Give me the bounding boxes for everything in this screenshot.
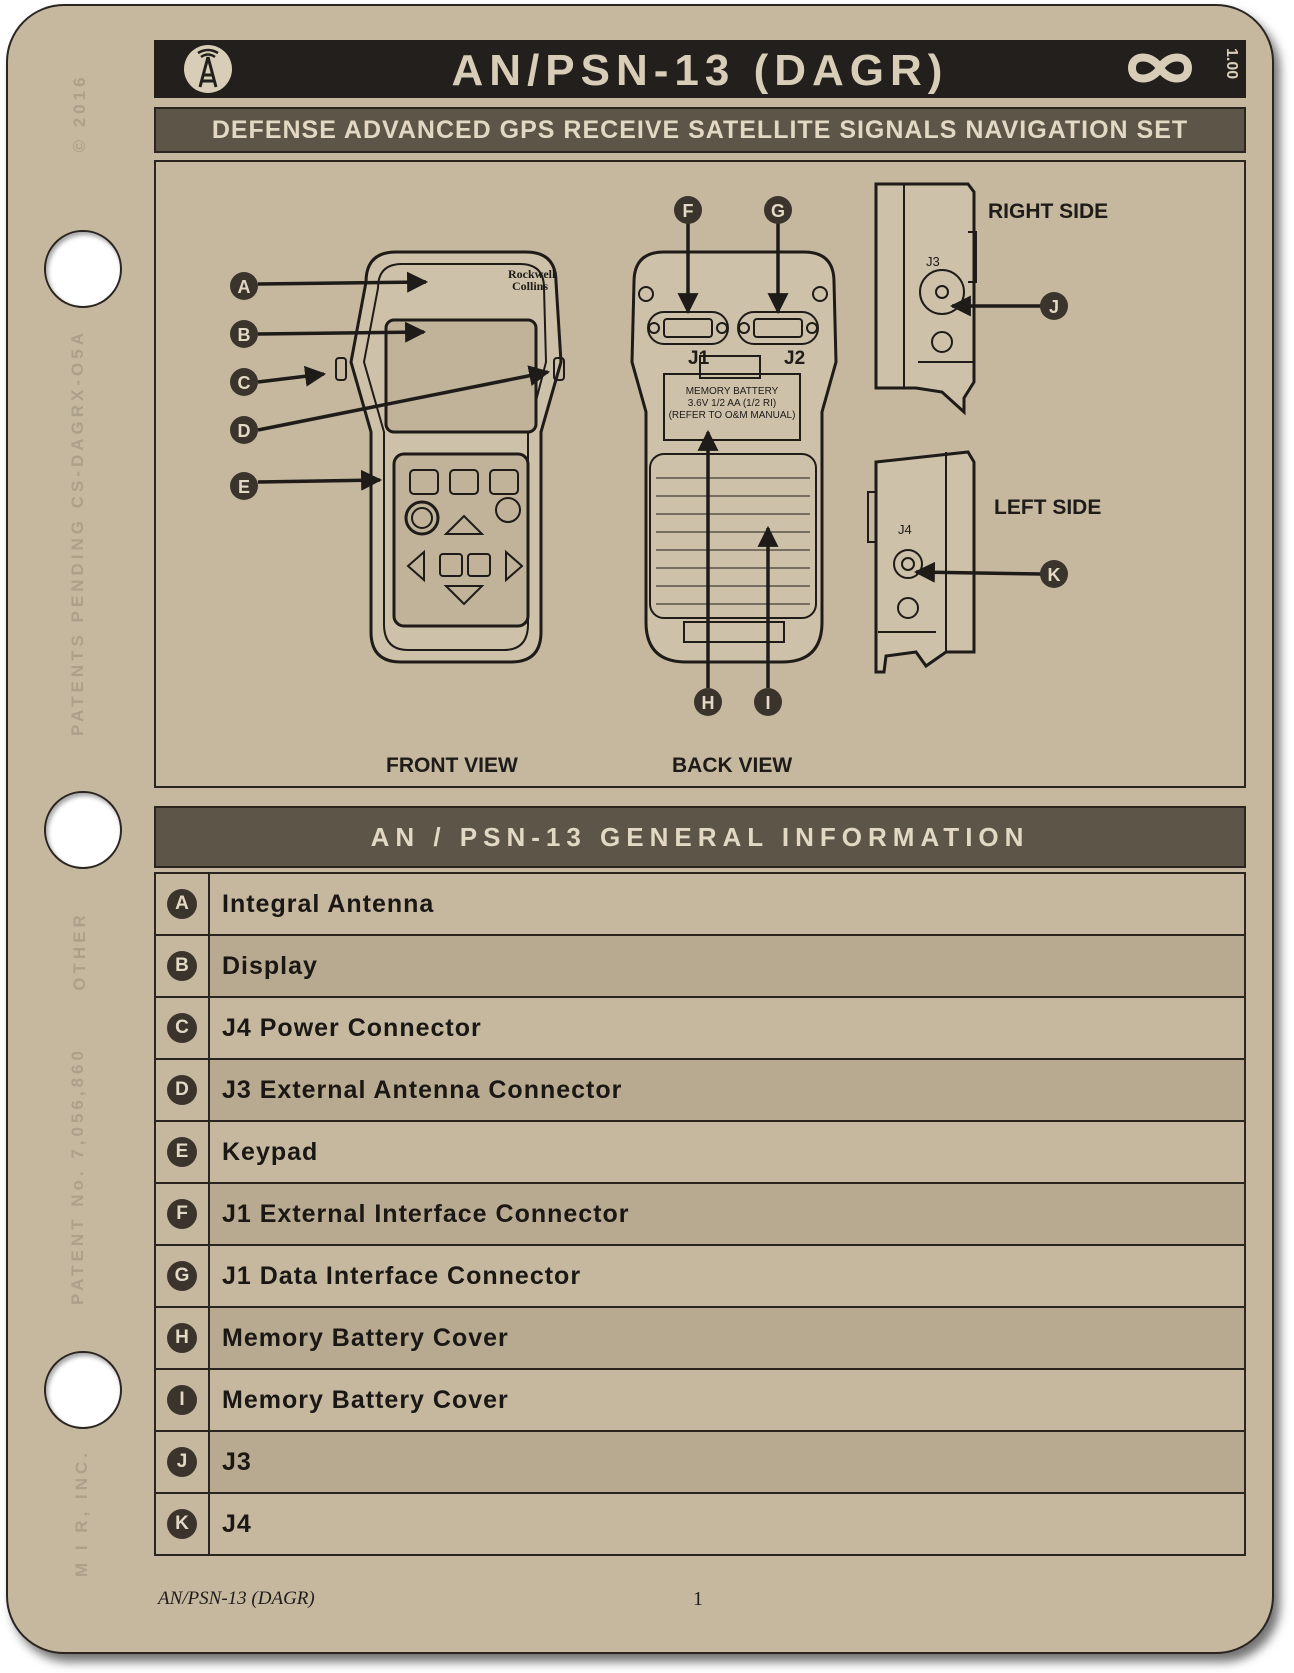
battery-label-line2: 3.6V 1/2 AA (1/2 RI) (688, 398, 776, 409)
reference-card: © 2016 PATENTS PENDING CS-DAGRX-O5A OTHE… (6, 4, 1274, 1654)
callout-c: C (230, 368, 258, 396)
svg-text:B: B (238, 325, 251, 345)
row-description: Keypad (208, 1120, 1246, 1184)
row-letter-badge: G (167, 1261, 197, 1291)
table-row: B Display (154, 934, 1246, 998)
general-information-table: A Integral Antenna B Display C J4 Power … (154, 872, 1246, 1556)
margin-other: OTHER (70, 911, 89, 991)
callout-d: D (230, 416, 258, 444)
row-letter-badge: E (167, 1137, 197, 1167)
row-letter-badge: F (167, 1199, 197, 1229)
svg-text:G: G (771, 201, 785, 221)
margin-patent: PATENT No. 7,056,860 (68, 1047, 87, 1305)
j1-label: J1 (688, 348, 710, 369)
page-title: AN/PSN-13 (DAGR) (451, 46, 949, 95)
svg-text:I: I (765, 693, 770, 713)
row-description: J3 External Antenna Connector (208, 1058, 1246, 1122)
back-view-device (630, 250, 838, 664)
version-number: 1.00 (1223, 48, 1240, 80)
margin-company: M I R, INC. (72, 1448, 91, 1578)
callout-k: K (1040, 560, 1068, 588)
general-information-header: AN / PSN-13 GENERAL INFORMATION (154, 806, 1246, 868)
table-row: J J3 (154, 1430, 1246, 1494)
antenna-tower-logo-icon (184, 45, 232, 93)
table-row: I Memory Battery Cover (154, 1368, 1246, 1432)
callout-e: E (230, 472, 258, 500)
back-view-label: BACK VIEW (672, 754, 793, 777)
front-view-label: FRONT VIEW (386, 754, 518, 777)
svg-text:F: F (683, 201, 694, 221)
infinity-logo-icon (1126, 48, 1194, 93)
footer-document-title: AN/PSN-13 (DAGR) (158, 1588, 315, 1609)
table-row: F J1 External Interface Connector (154, 1182, 1246, 1246)
table-row: C J4 Power Connector (154, 996, 1246, 1060)
row-description: Integral Antenna (208, 872, 1246, 936)
callout-arrows (257, 220, 1043, 688)
table-row: E Keypad (154, 1120, 1246, 1184)
row-description: J4 Power Connector (208, 996, 1246, 1060)
callout-i: I (754, 688, 782, 716)
svg-text:K: K (1048, 565, 1061, 585)
left-side-device (867, 450, 976, 674)
callout-g: G (764, 196, 792, 224)
row-letter-badge: C (167, 1013, 197, 1043)
callout-a: A (230, 272, 258, 300)
right-side-device (874, 182, 977, 416)
margin-part-number: PATENTS PENDING CS-DAGRX-O5A (68, 328, 87, 736)
row-description: J4 (208, 1492, 1246, 1556)
callout-b: B (230, 320, 258, 348)
svg-text:E: E (238, 477, 250, 497)
row-letter-badge: A (167, 889, 197, 919)
j4-label: J4 (898, 522, 912, 537)
row-description: J1 External Interface Connector (208, 1182, 1246, 1246)
j3-label: J3 (926, 254, 940, 269)
svg-text:D: D (238, 421, 251, 441)
row-description: J3 (208, 1430, 1246, 1494)
binder-hole-bottom (44, 1351, 122, 1429)
table-row: K J4 (154, 1492, 1246, 1556)
battery-label-line3: (REFER TO O&M MANUAL) (669, 410, 796, 421)
callout-j: J (1040, 292, 1068, 320)
row-description: Memory Battery Cover (208, 1306, 1246, 1370)
svg-text:A: A (238, 277, 251, 297)
row-letter-badge: D (167, 1075, 197, 1105)
callout-f: F (674, 196, 702, 224)
table-row: A Integral Antenna (154, 872, 1246, 936)
binder-hole-top (44, 230, 122, 308)
svg-text:C: C (238, 373, 251, 393)
svg-text:J: J (1049, 297, 1059, 317)
table-row: D J3 External Antenna Connector (154, 1058, 1246, 1122)
table-row: G J1 Data Interface Connector (154, 1244, 1246, 1308)
battery-label-line1: MEMORY BATTERY (686, 386, 779, 397)
binder-hole-middle (44, 791, 122, 869)
callout-h: H (694, 688, 722, 716)
title-bar: AN/PSN-13 (DAGR) 1.00 (154, 40, 1246, 98)
row-description: Display (208, 934, 1246, 998)
row-letter-badge: K (167, 1509, 197, 1539)
right-side-label: RIGHT SIDE (988, 200, 1109, 223)
j2-label: J2 (784, 348, 805, 369)
left-side-label: LEFT SIDE (994, 496, 1102, 519)
footer-page-number: 1 (693, 1588, 703, 1610)
svg-text:H: H (702, 693, 715, 713)
table-row: H Memory Battery Cover (154, 1306, 1246, 1370)
row-description: J1 Data Interface Connector (208, 1244, 1246, 1308)
row-letter-badge: H (167, 1323, 197, 1353)
row-description: Memory Battery Cover (208, 1368, 1246, 1432)
brand-collins: Collins (512, 279, 548, 293)
row-letter-badge: J (167, 1447, 197, 1477)
page-subtitle: DEFENSE ADVANCED GPS RECEIVE SATELLITE S… (154, 107, 1246, 153)
front-view-device (335, 250, 565, 664)
brand-rockwell: Rockwell (508, 267, 556, 281)
device-diagram: Rockwell Collins J1 (154, 160, 1246, 788)
row-letter-badge: B (167, 951, 197, 981)
row-letter-badge: I (167, 1385, 197, 1415)
margin-copyright: © 2016 (70, 73, 89, 153)
